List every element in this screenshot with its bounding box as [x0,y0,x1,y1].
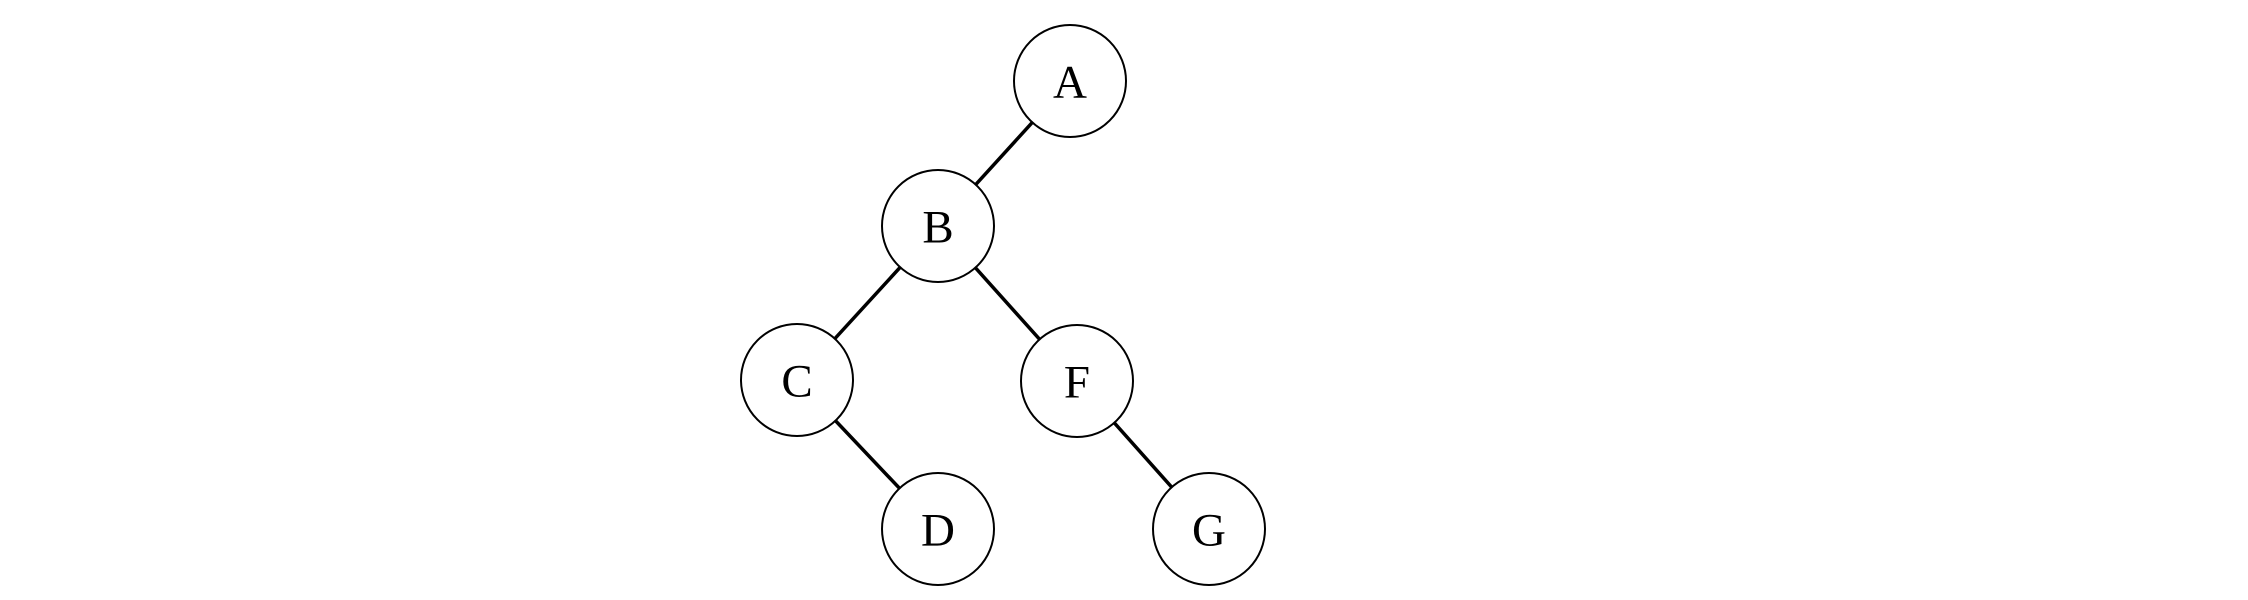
node-circle-d [881,472,995,586]
tree-node-f: F [1020,324,1134,438]
node-circle-b [881,169,995,283]
node-label-c: C [781,356,812,408]
node-circle-a [1013,24,1127,138]
node-circle-g [1152,472,1266,586]
tree-node-d: D [881,472,995,586]
tree-node-c: C [740,323,854,437]
nodes-layer: A B C F D G [740,24,1266,586]
node-label-f: F [1064,357,1090,409]
node-label-d: D [921,505,955,557]
edges-layer [795,79,1211,531]
node-circle-f [1020,324,1134,438]
tree-node-a: A [1013,24,1127,138]
node-label-b: B [922,202,953,254]
tree-node-g: G [1152,472,1266,586]
node-label-a: A [1053,57,1087,109]
node-label-g: G [1192,505,1226,557]
node-circle-c [740,323,854,437]
tree-node-b: B [881,169,995,283]
